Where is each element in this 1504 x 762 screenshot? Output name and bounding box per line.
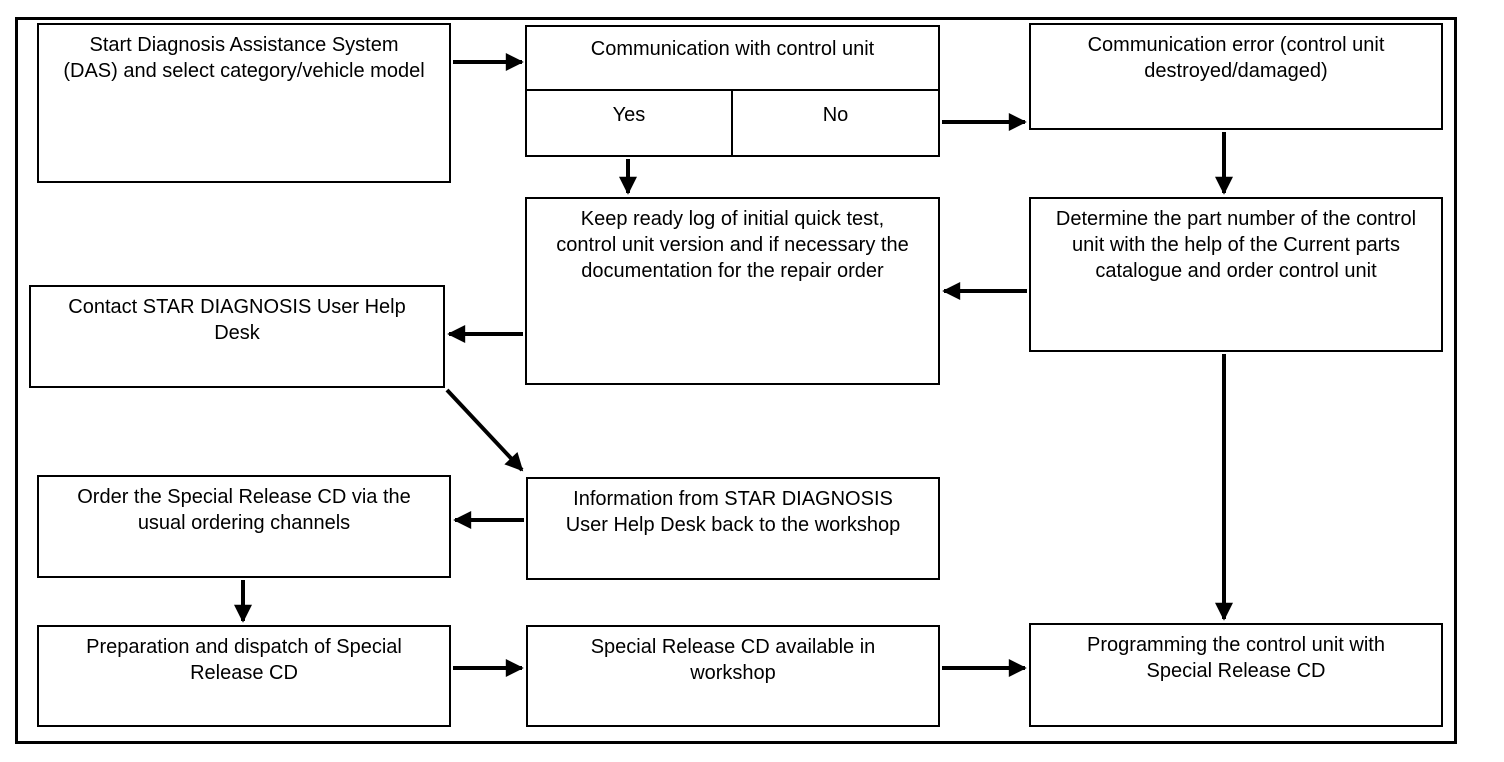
node-start-das: Start Diagnosis Assistance System (DAS) … bbox=[37, 23, 451, 183]
communication-decision-row: Yes No bbox=[527, 91, 938, 155]
node-preparation-dispatch-cd: Preparation and dispatch of Special Rele… bbox=[37, 625, 451, 727]
decision-cell-no: No bbox=[822, 104, 849, 126]
node-information-back-to-workshop: Information from STAR DIAGNOSIS User Hel… bbox=[526, 477, 940, 580]
node-determine-part-number: Determine the part number of the control… bbox=[1029, 197, 1443, 352]
node-communication-error: Communication error (control unit destro… bbox=[1029, 23, 1443, 130]
diagram-border bbox=[15, 17, 1457, 744]
node-programming-control-unit: Programming the control unit with Specia… bbox=[1029, 623, 1443, 727]
node-communication-label: Communication with control unit bbox=[527, 27, 938, 91]
node-cd-available-workshop: Special Release CD available in workshop bbox=[526, 625, 940, 727]
node-contact-help-desk: Contact STAR DIAGNOSIS User Help Desk bbox=[29, 285, 445, 388]
decision-cell-yes: Yes bbox=[527, 91, 733, 155]
node-keep-ready-log: Keep ready log of initial quick test, co… bbox=[525, 197, 940, 385]
node-communication-decision: Communication with control unit Yes No bbox=[525, 25, 940, 157]
node-order-special-release-cd: Order the Special Release CD via the usu… bbox=[37, 475, 451, 578]
